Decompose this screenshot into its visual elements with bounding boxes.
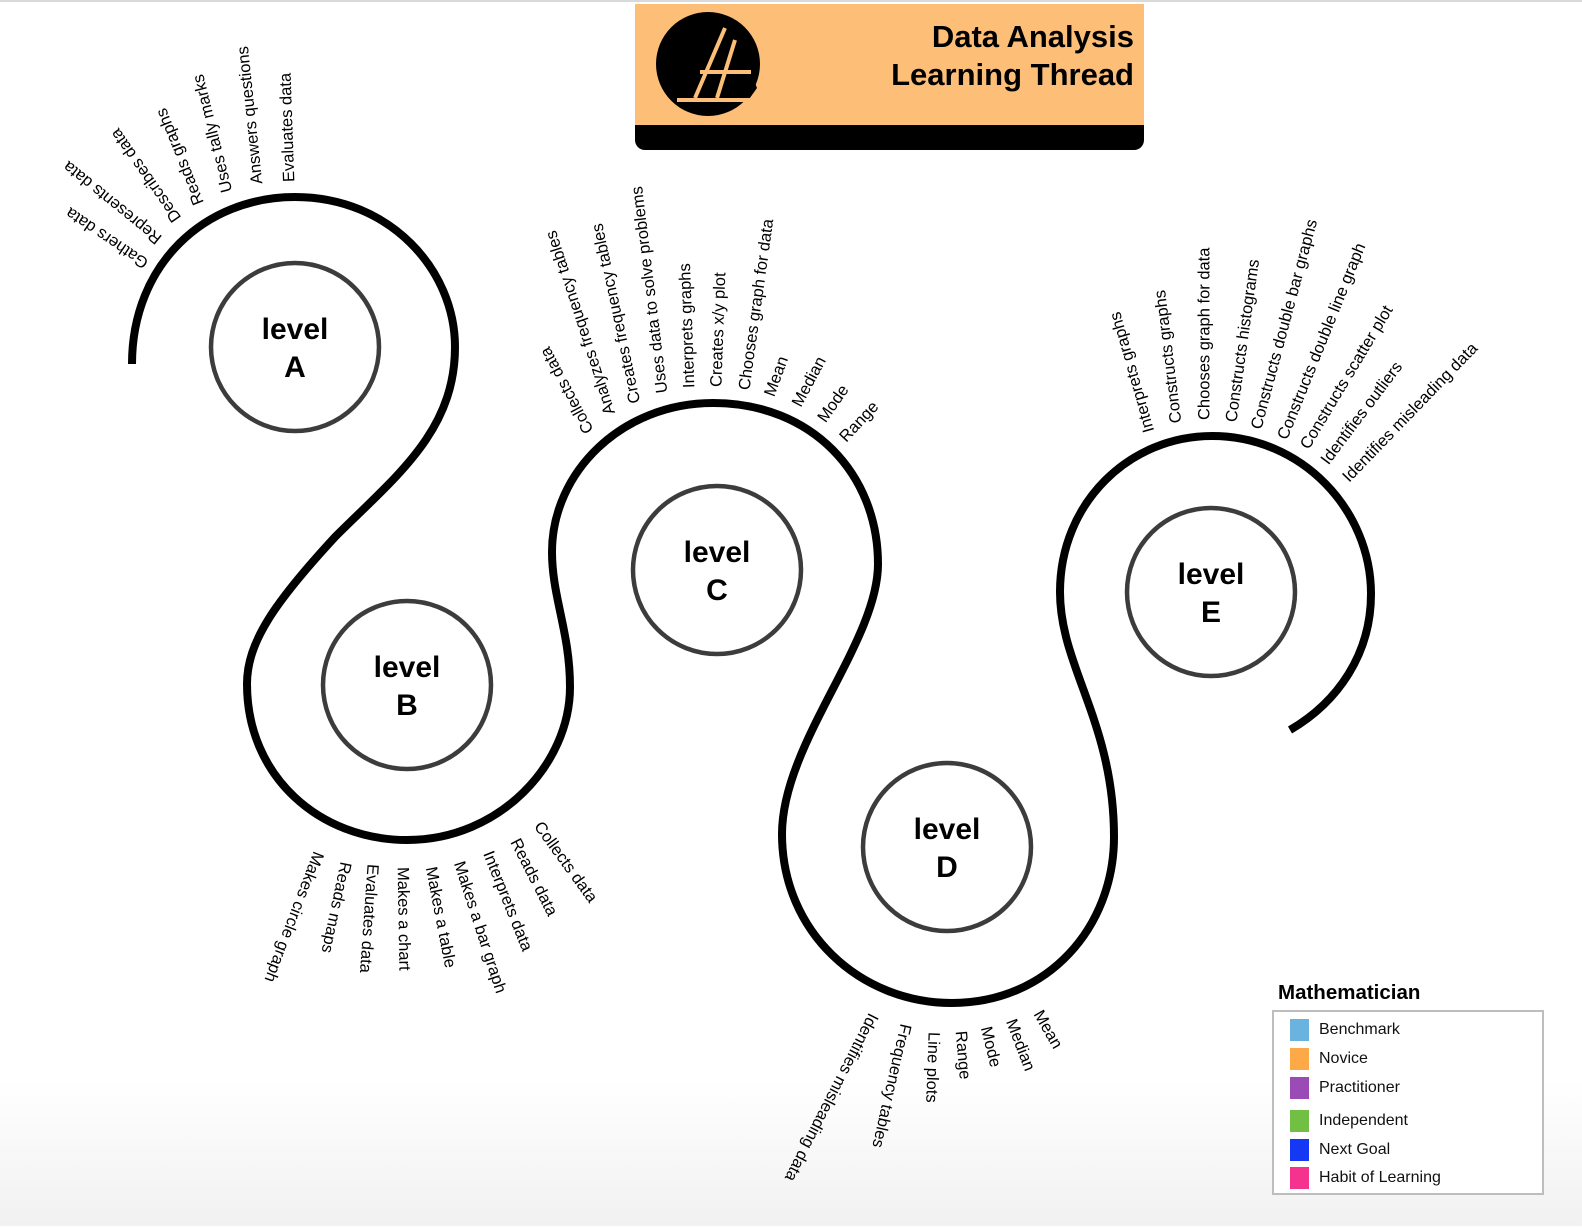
level-letter: C bbox=[706, 574, 728, 607]
skill-label-level-c: Creates x/y plot bbox=[707, 272, 729, 388]
level-circle bbox=[320, 598, 494, 772]
skill-label-level-d: Frequency tables bbox=[868, 1022, 914, 1149]
level-circle bbox=[1124, 505, 1298, 679]
legend: Benchmark Novice Practitioner Independen… bbox=[1272, 1010, 1544, 1195]
level-letter: A bbox=[284, 351, 306, 384]
header-bar bbox=[635, 125, 1144, 150]
skill-label-level-d: Line plots bbox=[922, 1032, 942, 1103]
level-letter: E bbox=[1201, 596, 1221, 629]
skill-label-level-b: Reads maps bbox=[318, 860, 355, 954]
legend-swatch bbox=[1290, 1019, 1309, 1041]
legend-item-independent: Independent bbox=[1290, 1110, 1408, 1132]
level-circle bbox=[630, 483, 804, 657]
legend-item-practitioner: Practitioner bbox=[1290, 1077, 1400, 1099]
legend-swatch bbox=[1290, 1077, 1309, 1099]
legend-label: Independent bbox=[1319, 1112, 1408, 1129]
level-word: level bbox=[684, 536, 751, 569]
skill-label-level-b: Makes circle graph bbox=[261, 849, 327, 985]
skill-label-level-e: Chooses graph for data bbox=[1195, 247, 1213, 420]
level-word: level bbox=[1178, 558, 1245, 591]
legend-item-novice: Novice bbox=[1290, 1048, 1368, 1070]
level-word: level bbox=[914, 813, 981, 846]
legend-item-habit-of-learning: Habit of Learning bbox=[1290, 1167, 1441, 1189]
logo-icon bbox=[656, 12, 760, 116]
page-title: Data Analysis Learning Thread bbox=[891, 18, 1134, 94]
level-word: level bbox=[262, 313, 329, 346]
thread-path bbox=[128, 192, 1376, 1008]
skill-label-level-a: Evaluates data bbox=[277, 72, 299, 183]
level-circle bbox=[860, 760, 1034, 934]
skill-label-level-c: Mean bbox=[761, 354, 792, 399]
skill-label-level-a: Answers questions bbox=[234, 45, 266, 185]
title-line-1: Data Analysis bbox=[931, 19, 1134, 54]
skill-label-level-d: Median bbox=[1002, 1017, 1038, 1074]
skill-label-level-d: Identifies misleading data bbox=[781, 1010, 882, 1185]
legend-swatch bbox=[1290, 1167, 1309, 1189]
skill-label-level-c: Interprets graphs bbox=[676, 263, 698, 388]
skill-label-level-d: Mean bbox=[1030, 1007, 1066, 1052]
skill-label-level-b: Makes a chart bbox=[394, 867, 414, 971]
skill-label-level-d: Mode bbox=[977, 1025, 1004, 1069]
skill-label-level-b: Makes a table bbox=[422, 865, 459, 969]
legend-swatch bbox=[1290, 1048, 1309, 1070]
skill-label-level-d: Range bbox=[952, 1030, 974, 1080]
skill-label-level-c: Mode bbox=[814, 382, 852, 426]
level-word: level bbox=[374, 651, 441, 684]
level-letter: B bbox=[396, 689, 418, 722]
legend-swatch bbox=[1290, 1139, 1309, 1161]
header-banner: Data Analysis Learning Thread bbox=[635, 4, 1144, 150]
title-line-2: Learning Thread bbox=[891, 57, 1134, 92]
legend-label: Novice bbox=[1319, 1050, 1368, 1067]
legend-item-next-goal: Next Goal bbox=[1290, 1139, 1390, 1161]
legend-label: Habit of Learning bbox=[1319, 1169, 1441, 1186]
skill-label-level-b: Evaluates data bbox=[356, 863, 382, 974]
legend-label: Benchmark bbox=[1319, 1021, 1400, 1038]
skill-label-level-e: Interprets graphs bbox=[1106, 310, 1158, 435]
legend-item-benchmark: Benchmark bbox=[1290, 1019, 1400, 1041]
legend-label: Next Goal bbox=[1319, 1141, 1391, 1158]
legend-label: Practitioner bbox=[1319, 1079, 1400, 1096]
skill-label-level-e: Constructs double bar graphs bbox=[1248, 217, 1321, 431]
level-circle bbox=[208, 260, 382, 434]
level-letter: D bbox=[936, 851, 958, 884]
skill-label-level-e: Constructs graphs bbox=[1151, 289, 1185, 424]
legend-swatch bbox=[1290, 1110, 1309, 1132]
legend-title: Mathematician bbox=[1278, 981, 1421, 1004]
